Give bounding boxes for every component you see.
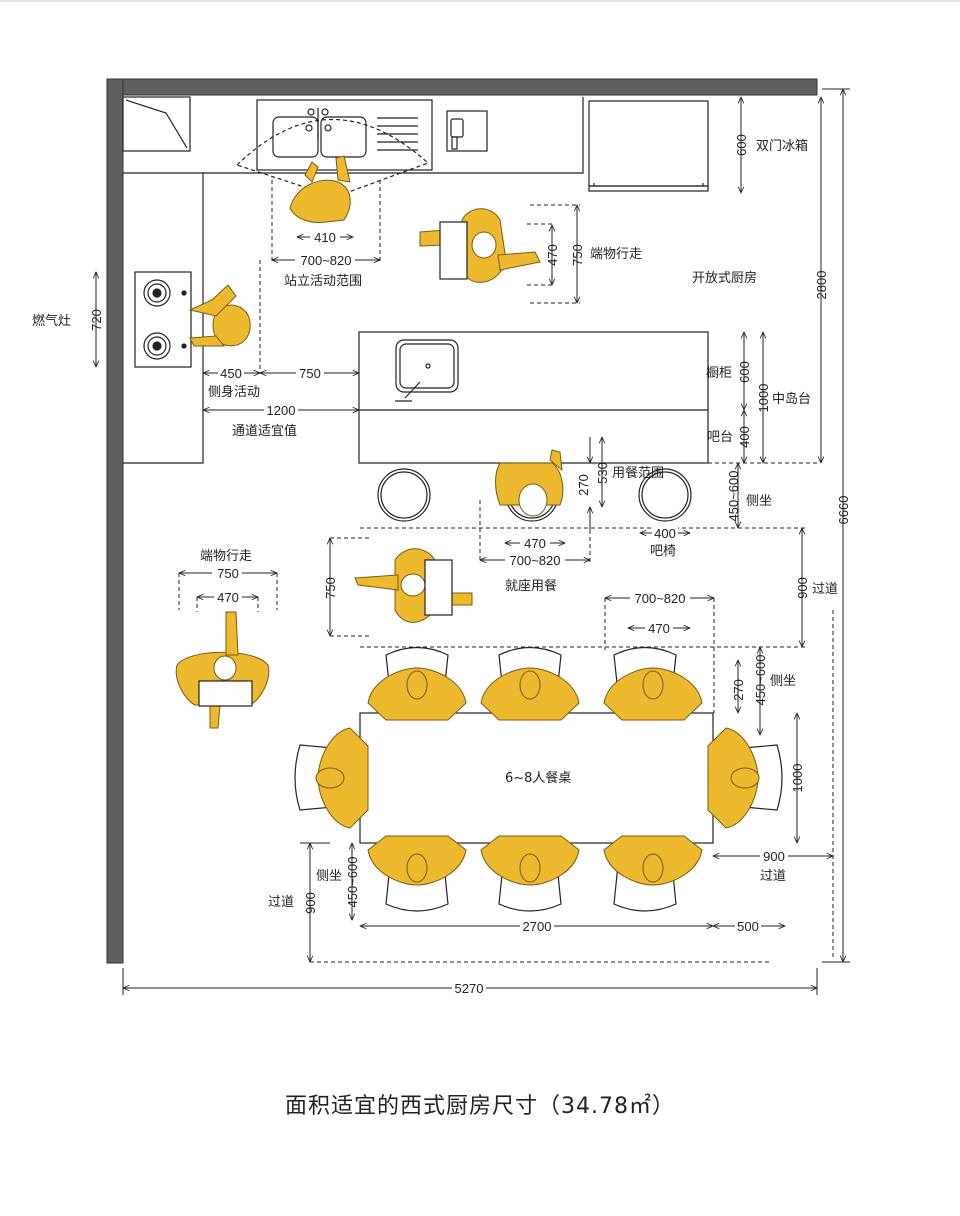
dim-500: 500 — [737, 919, 759, 934]
label-carry-walk-left: 端物行走 — [200, 549, 252, 564]
dim-table-side-450-600: 450~600 — [753, 655, 768, 706]
dim-aisle-900-right: 900 — [795, 577, 810, 599]
wall-left — [106, 78, 124, 964]
label-open-kitchen: 开放式厨房 — [692, 270, 757, 286]
label-bar: 吧台 — [707, 430, 733, 445]
fridge — [588, 100, 709, 192]
label-bar-stool: 吧椅 — [650, 544, 676, 559]
label-side-sit-2: 侧坐 — [770, 674, 796, 689]
dim-stove-720: 720 — [89, 309, 104, 331]
dim-table-270: 270 — [731, 679, 746, 701]
trays — [198, 221, 468, 707]
label-cabinet: 橱柜 — [706, 366, 732, 381]
dim-dine-270: 270 — [576, 474, 591, 496]
label-carry-walk-top: 端物行走 — [590, 247, 642, 262]
dim-carry-750: 750 — [570, 244, 585, 266]
label-aisle-1: 过道 — [812, 582, 838, 597]
label-stove: 燃气灶 — [32, 313, 71, 329]
dim-fridge-600: 600 — [734, 134, 749, 156]
figure-heads — [213, 231, 548, 681]
dim-bottom-900: 900 — [303, 892, 318, 914]
dim-bar-400: 400 — [737, 426, 752, 448]
caption-title: 面积适宜的西式厨房尺寸（34.78㎡） — [285, 1094, 675, 1119]
wall-top — [106, 78, 818, 96]
label-side-sit-1: 侧坐 — [746, 494, 772, 509]
dim-island-1000: 1000 — [756, 384, 771, 413]
dim-1200: 1200 — [267, 403, 296, 418]
dim-2700: 2700 — [523, 919, 552, 934]
dim-seated-750: 750 — [323, 577, 338, 599]
label-seated-dining: 就座用餐 — [505, 578, 557, 594]
dim-dine-530: 530 — [595, 462, 610, 484]
double-sink — [235, 108, 430, 198]
label-aisle-3: 过道 — [268, 895, 294, 910]
dim-table-700-820: 700~820 — [635, 591, 686, 606]
dim-carry-470: 470 — [545, 244, 560, 266]
dim-left-carry-470: 470 — [217, 590, 239, 605]
knife-board — [446, 110, 488, 152]
dim-6660: 6660 — [836, 496, 851, 525]
dim-cabinet-600: 600 — [737, 361, 752, 383]
dim-bar-700-820: 700~820 — [510, 553, 561, 568]
kitchen-floor-plan: 410 700~820 600 2800 6660 470 750 720 45… — [32, 78, 851, 996]
dim-table-470: 470 — [648, 621, 670, 636]
label-aisle-2: 过道 — [760, 869, 786, 884]
dim-stool-400: 400 — [654, 526, 676, 541]
zone-labels: 双门冰箱 开放式厨房 燃气灶 中岛台 橱柜 吧台 吧椅 6~8人餐桌 站立活动范… — [32, 138, 838, 910]
dim-5270: 5270 — [455, 981, 484, 996]
label-dining-range: 用餐范围 — [612, 465, 664, 481]
dim-sink-700-820: 700~820 — [301, 253, 352, 268]
diner-heads — [315, 670, 760, 883]
dimension-labels: 410 700~820 600 2800 6660 470 750 720 45… — [89, 134, 851, 996]
dim-410: 410 — [314, 230, 336, 245]
label-fridge: 双门冰箱 — [756, 138, 808, 154]
label-aisle-suitable: 通道适宜值 — [232, 423, 297, 439]
label-side-activity: 侧身活动 — [208, 384, 260, 400]
label-side-sit-3: 侧坐 — [316, 869, 342, 884]
dim-750: 750 — [299, 366, 321, 381]
dim-side-450-600-top: 450~600 — [726, 471, 741, 522]
dim-bottom-450-600: 450~600 — [345, 857, 360, 908]
dim-bar-person-470: 470 — [524, 536, 546, 551]
top-border — [0, 0, 960, 2]
label-dining-table: 6~8人餐桌 — [505, 770, 571, 786]
dim-right-aisle-900: 900 — [763, 849, 785, 864]
island — [358, 331, 709, 464]
gas-stove — [134, 271, 192, 368]
dim-table-1000: 1000 — [790, 764, 805, 793]
label-standing-range: 站立活动范围 — [284, 274, 362, 289]
dim-2800: 2800 — [814, 271, 829, 300]
label-island: 中岛台 — [772, 391, 811, 407]
corner-cabinet — [122, 96, 191, 152]
dim-450: 450 — [220, 366, 242, 381]
dim-left-carry-750: 750 — [217, 566, 239, 581]
